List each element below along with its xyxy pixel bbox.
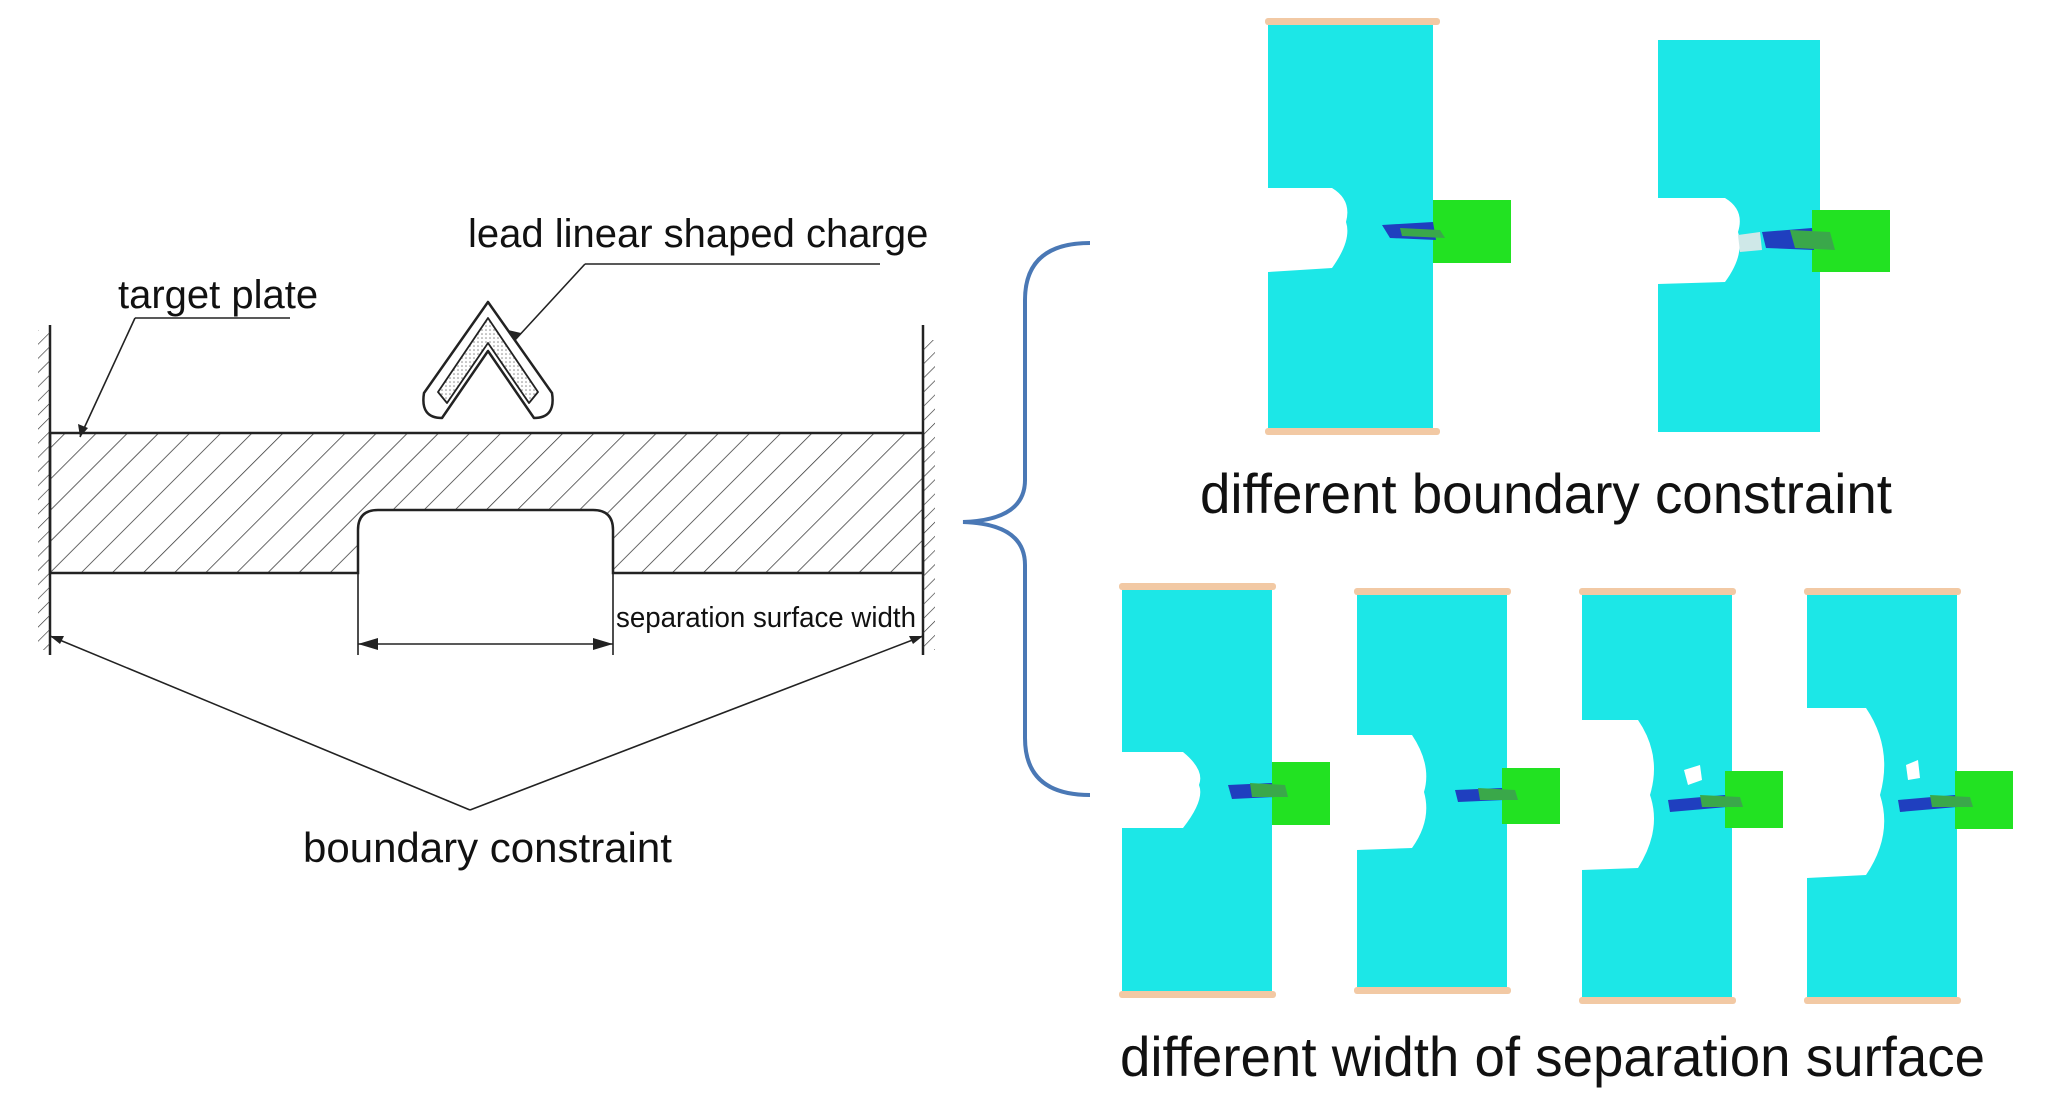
clamp-bottom <box>1265 428 1440 435</box>
sim-panel-boundary-1 <box>1265 18 1511 435</box>
sim-panel-width-3 <box>1579 588 1783 1004</box>
target-plate <box>48 431 925 575</box>
brace-icon <box>962 241 1091 797</box>
right-wall <box>921 325 935 655</box>
sim-panel-width-4 <box>1804 588 2013 1004</box>
shaped-charge-icon <box>422 300 554 420</box>
separation-width-label: separation surface width <box>616 602 916 634</box>
group-boundary-title: different boundary constraint <box>1200 462 1892 525</box>
sim-panel-boundary-2 <box>1658 40 1890 432</box>
sim-panel-width-1 <box>1119 583 1330 998</box>
left-wall <box>38 325 52 655</box>
leader-lines <box>49 263 924 811</box>
width-dimension <box>357 573 614 655</box>
clamp-top <box>1265 18 1440 25</box>
group-width-title: different width of separation surface <box>1120 1025 1985 1088</box>
target-plate-label: target plate <box>118 273 318 317</box>
charge-label: lead linear shaped charge <box>468 212 928 256</box>
sim-panel-width-2 <box>1354 588 1560 994</box>
boundary-constraint-label: boundary constraint <box>303 824 672 871</box>
schematic: lead linear shaped charge target plate s… <box>38 212 935 871</box>
